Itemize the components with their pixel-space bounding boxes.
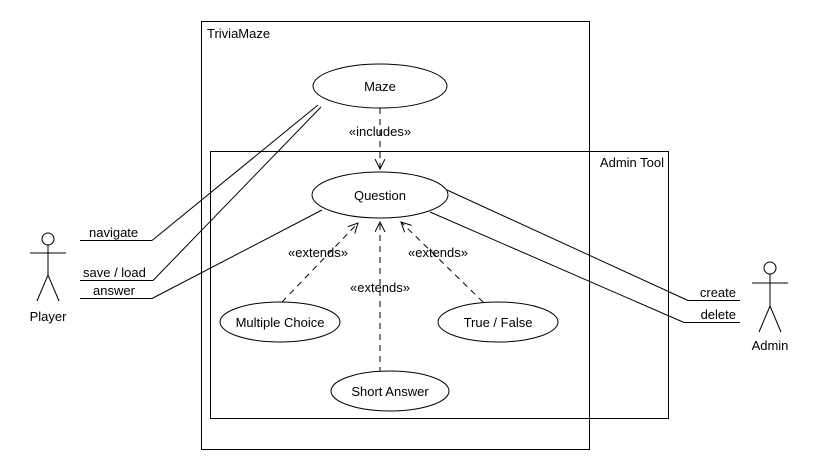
save-load-label: save / load — [83, 265, 146, 280]
includes-label: «includes» — [349, 124, 411, 139]
use-case-short-answer: Short Answer — [330, 370, 450, 412]
association-delete — [429, 211, 740, 323]
player-actor — [30, 232, 66, 302]
association-create — [446, 189, 740, 301]
use-case-maze-label: Maze — [364, 79, 396, 94]
use-case-true-false-label: True / False — [464, 315, 533, 330]
extends-arrow-right — [401, 222, 484, 303]
admin-tool-title: Admin Tool — [600, 155, 664, 170]
use-case-true-false: True / False — [437, 301, 559, 343]
delete-label: delete — [701, 307, 736, 322]
extends-arrow-left — [281, 223, 358, 303]
player-label: Player — [30, 309, 68, 324]
admin-tool-boundary — [210, 151, 669, 419]
use-case-short-answer-label: Short Answer — [351, 384, 429, 399]
association-navigate — [80, 104, 319, 241]
triviamaze-title: TriviaMaze — [207, 26, 270, 41]
admin-label: Admin — [752, 338, 789, 353]
extends-label-right: «extends» — [408, 245, 468, 260]
admin-actor — [752, 261, 788, 333]
extends-label-left: «extends» — [288, 245, 348, 260]
use-case-multiple-choice-label: Multiple Choice — [236, 315, 325, 330]
triviamaze-boundary — [201, 21, 590, 450]
use-case-question: Question — [311, 171, 449, 219]
use-case-maze: Maze — [312, 63, 448, 109]
navigate-label: navigate — [89, 225, 138, 240]
answer-label: answer — [93, 283, 136, 298]
use-case-multiple-choice: Multiple Choice — [219, 301, 341, 343]
association-save-load — [80, 106, 322, 281]
create-label: create — [700, 285, 736, 300]
association-answer — [80, 209, 323, 299]
extends-label-center: «extends» — [350, 280, 410, 295]
use-case-question-label: Question — [354, 188, 406, 203]
